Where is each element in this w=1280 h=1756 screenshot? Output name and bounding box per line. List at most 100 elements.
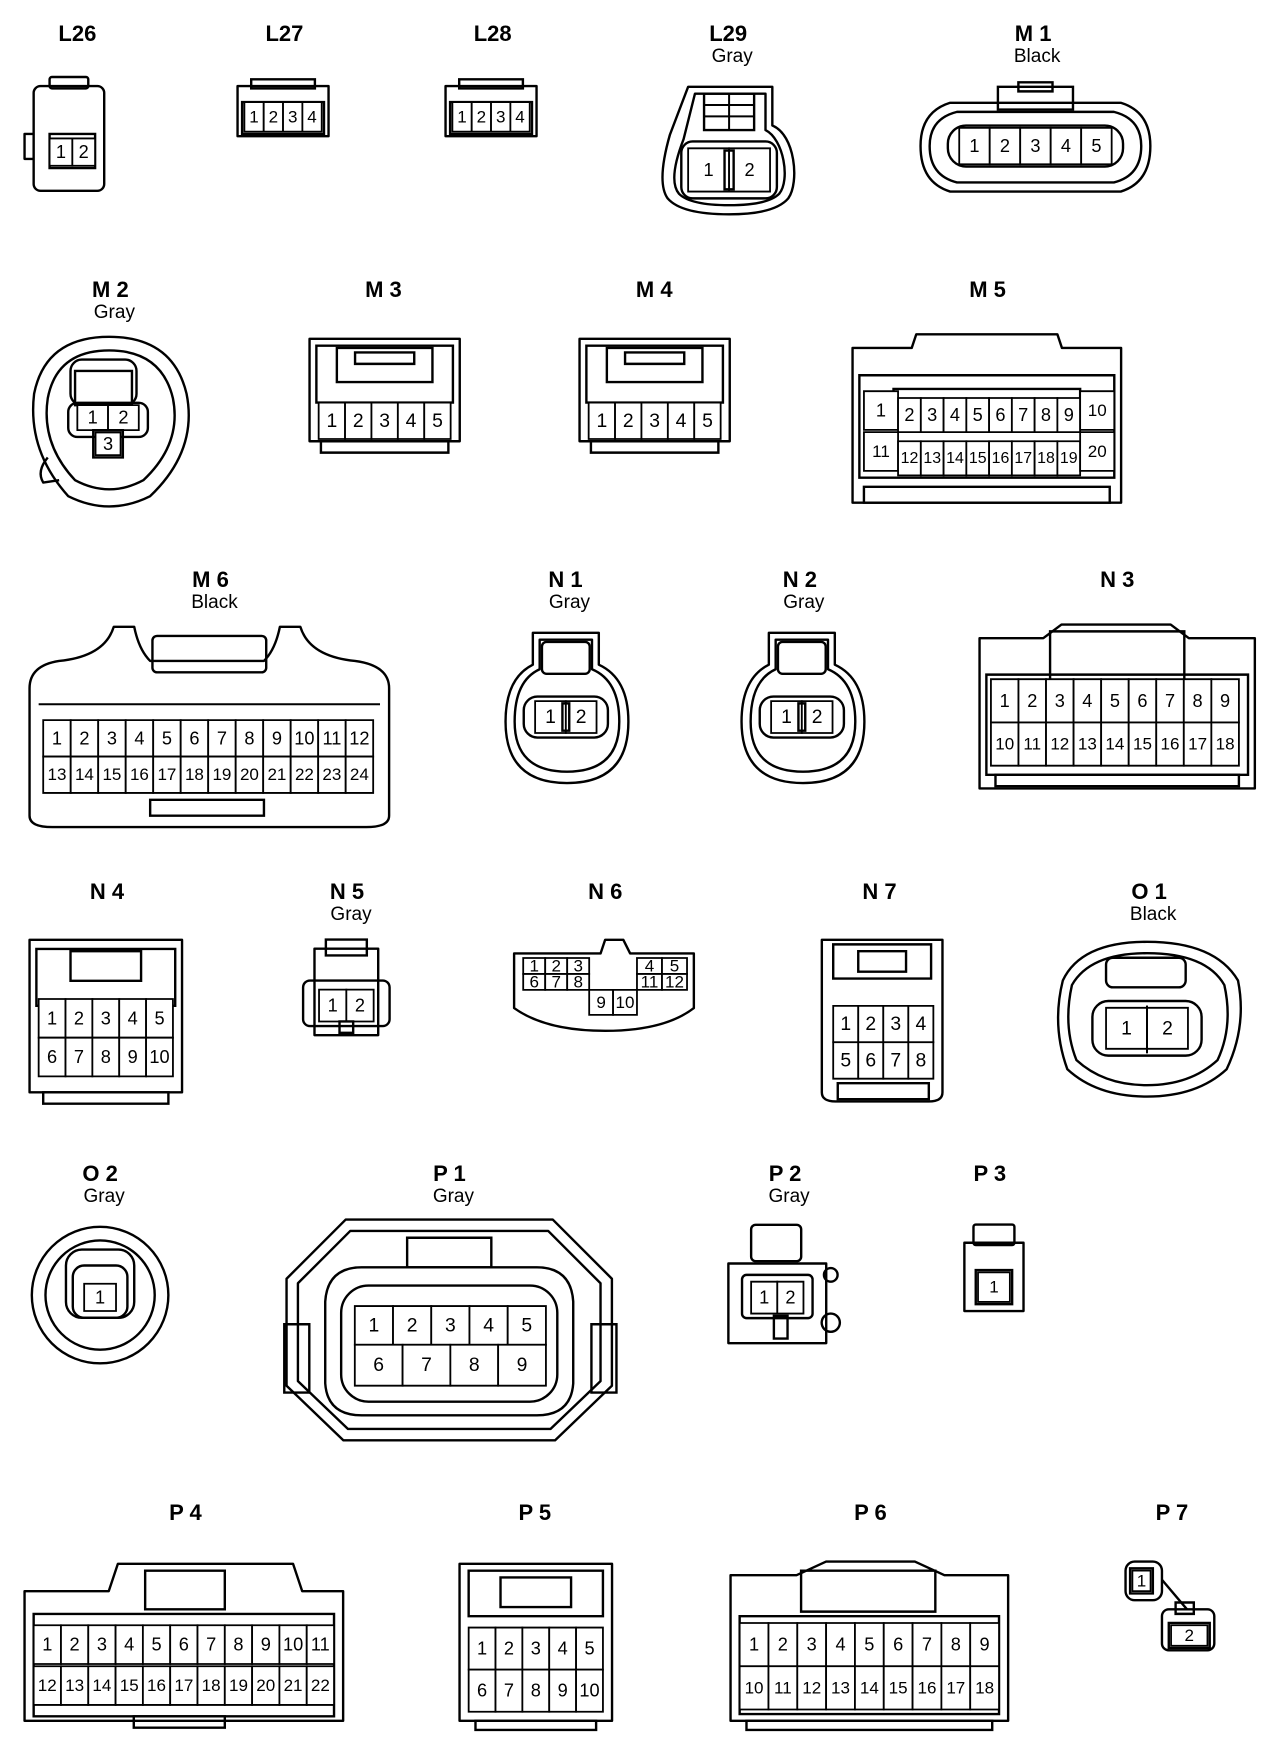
pin-number: 8 bbox=[244, 729, 254, 749]
housing-outline bbox=[864, 487, 1110, 503]
housing-outline bbox=[1162, 1580, 1187, 1610]
housing-outline bbox=[152, 636, 266, 672]
connector-color-label: Black bbox=[1013, 45, 1061, 67]
pin-number: 7 bbox=[504, 1681, 514, 1701]
housing-outline bbox=[523, 696, 607, 737]
pin-cell bbox=[565, 701, 596, 733]
pin-number: 21 bbox=[267, 765, 286, 784]
pin-number: 7 bbox=[74, 1047, 84, 1067]
pin-number: 1 bbox=[250, 108, 259, 127]
pin-cell bbox=[1106, 1008, 1147, 1049]
pin-cell bbox=[1171, 1625, 1207, 1645]
pin-number: 21 bbox=[284, 1676, 303, 1695]
housing-outline bbox=[746, 1721, 992, 1730]
pin-cell bbox=[511, 102, 530, 132]
pin-number: 12 bbox=[900, 450, 918, 467]
pin-number: 1 bbox=[1121, 1018, 1132, 1040]
pin-number: 2 bbox=[575, 706, 586, 728]
pin-number: 14 bbox=[1106, 735, 1125, 754]
pin-cell bbox=[662, 974, 687, 990]
pin-cell bbox=[613, 990, 637, 1015]
connector-code-label: N 6 bbox=[588, 878, 623, 904]
pin-cell bbox=[346, 757, 373, 793]
housing-outline bbox=[284, 1325, 309, 1393]
housing-outline bbox=[778, 642, 826, 674]
pin-number: 17 bbox=[1188, 735, 1207, 754]
housing-outline bbox=[920, 102, 1150, 191]
pin-cell bbox=[567, 974, 589, 990]
pin-number: 2 bbox=[79, 729, 89, 749]
pin-cell bbox=[1211, 679, 1239, 722]
pin-number: 2 bbox=[1027, 691, 1037, 711]
pin-number: 1 bbox=[545, 706, 556, 728]
pin-number: 2 bbox=[812, 706, 823, 728]
pin-cell bbox=[729, 148, 770, 191]
pin-cell bbox=[319, 403, 345, 439]
pin-cell bbox=[39, 1038, 66, 1077]
pin-cell bbox=[451, 1345, 499, 1386]
pin-number: 6 bbox=[189, 729, 199, 749]
pin-number: 20 bbox=[240, 765, 259, 784]
housing-outline bbox=[134, 1716, 225, 1727]
pin-number: 4 bbox=[1082, 691, 1092, 711]
housing-outline bbox=[976, 1270, 1012, 1304]
pin-cell bbox=[1074, 723, 1102, 766]
connector-code-label: M 5 bbox=[969, 276, 1006, 302]
pin-cell bbox=[73, 139, 96, 166]
housing-outline bbox=[238, 86, 329, 136]
housing-outline bbox=[45, 1240, 154, 1349]
pin-number: 2 bbox=[477, 108, 486, 127]
pin-cell bbox=[263, 720, 290, 756]
connector-color-label: Gray bbox=[83, 1186, 125, 1208]
pin-number: 1 bbox=[327, 996, 337, 1016]
connector-code-label: M 4 bbox=[635, 276, 673, 302]
connector-code-label: P 6 bbox=[854, 1500, 887, 1526]
connector-color-label: Gray bbox=[768, 1186, 810, 1208]
connector-color-label: Gray bbox=[548, 592, 591, 614]
pin-cell bbox=[263, 757, 290, 793]
pin-cell bbox=[424, 403, 450, 439]
connector-code-label: P 2 bbox=[768, 1161, 802, 1187]
pin-number: 4 bbox=[675, 410, 686, 432]
housing-outline bbox=[460, 1564, 612, 1721]
housing-outline bbox=[30, 940, 182, 1093]
pin-cell bbox=[797, 1666, 826, 1709]
pin-cell bbox=[318, 757, 345, 793]
pin-number: 6 bbox=[893, 1634, 903, 1654]
pin-number: 9 bbox=[517, 1355, 528, 1377]
pin-number: 4 bbox=[835, 1634, 845, 1654]
connector-code-label: P 5 bbox=[518, 1500, 552, 1526]
pin-number: 2 bbox=[1162, 1018, 1173, 1040]
pin-number: 2 bbox=[1000, 136, 1010, 156]
pin-cell bbox=[181, 757, 208, 793]
housing-outline bbox=[75, 371, 132, 405]
pin-number: 1 bbox=[1000, 691, 1010, 711]
pin-cell bbox=[667, 403, 693, 439]
housing-outline bbox=[824, 1268, 838, 1282]
connector-code-label: N 2 bbox=[782, 567, 817, 593]
pin-number: 16 bbox=[148, 1676, 167, 1695]
housing-outline bbox=[821, 940, 942, 1102]
pin-cell bbox=[393, 1306, 431, 1345]
housing-outline bbox=[33, 337, 189, 507]
pin-number: 8 bbox=[1193, 691, 1203, 711]
pin-cell bbox=[576, 1627, 603, 1669]
pin-number: 9 bbox=[558, 1681, 568, 1701]
pin-cell bbox=[826, 1666, 855, 1709]
connector-code-label: L26 bbox=[58, 20, 97, 46]
pin-number: 1 bbox=[477, 1638, 487, 1658]
housing-outline bbox=[837, 1083, 928, 1099]
housing-outline bbox=[1168, 1623, 1209, 1648]
pin-cell bbox=[71, 720, 98, 756]
pin-number: 3 bbox=[379, 410, 390, 432]
pin-number: 13 bbox=[1078, 735, 1097, 754]
